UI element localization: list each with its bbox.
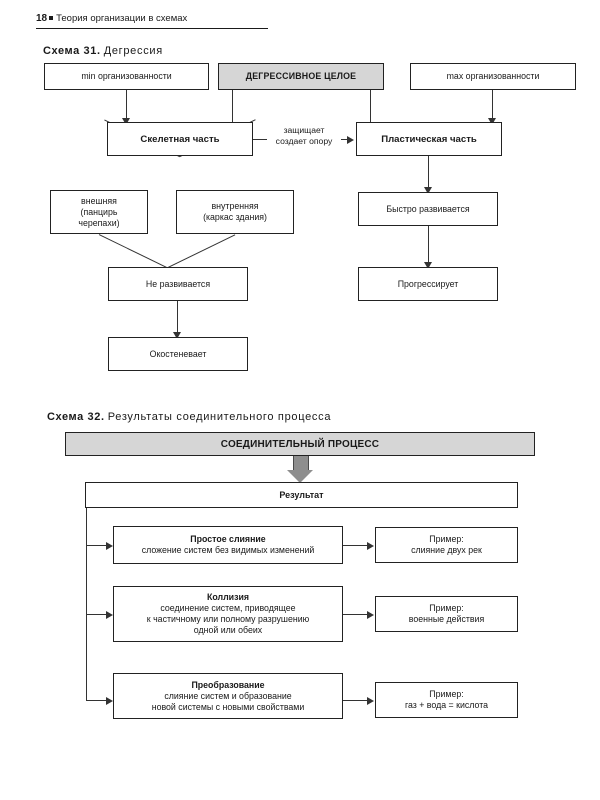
node-row-1-definition: Простое слияние сложение систем без види… bbox=[113, 526, 343, 564]
node-min-organization: min организованности bbox=[44, 63, 209, 90]
block-arrow-stem bbox=[293, 456, 309, 470]
node-external-type: внешняя (панцирь черепахи) bbox=[50, 190, 148, 234]
node-not-developing: Не развивается bbox=[108, 267, 248, 301]
arrowhead-min-to-skeletal bbox=[122, 118, 130, 125]
row-2-example-line-2: военные действия bbox=[408, 614, 485, 624]
node-external-line-3: черепахи) bbox=[78, 217, 120, 228]
node-fast-developing: Быстро развивается bbox=[358, 192, 498, 226]
row-1-desc-line-1: сложение систем без видимых изменений bbox=[141, 545, 315, 555]
connector-fast-to-progresses bbox=[428, 226, 430, 267]
node-internal-line-1: внутренняя bbox=[211, 201, 259, 211]
running-head: 18 Теория организации в схемах bbox=[36, 13, 268, 29]
scheme-31-number: Схема 31. bbox=[43, 45, 101, 57]
connector-min-to-skeletal bbox=[126, 90, 128, 122]
block-arrow-head bbox=[287, 470, 313, 483]
arrowhead-rail-to-row-1 bbox=[106, 541, 113, 550]
arrowhead-skeletal-to-plastic bbox=[347, 135, 354, 144]
node-external-line-2: (панцирь bbox=[80, 206, 118, 217]
row-2-desc-line-3: одной или обеих bbox=[193, 625, 263, 635]
node-degressive-whole: ДЕГРЕССИВНОЕ ЦЕЛОЕ bbox=[218, 63, 384, 90]
row-1-title: Простое слияние bbox=[190, 534, 266, 544]
page-number: 18 bbox=[36, 13, 48, 24]
arrowhead-fast-to-progresses bbox=[424, 262, 432, 269]
node-internal-type: внутренняя (каркас здания) bbox=[176, 190, 294, 234]
connector-rail-to-row-3 bbox=[86, 700, 109, 702]
arrowhead-rail-to-row-2 bbox=[106, 610, 113, 619]
connector-result-rail bbox=[86, 508, 88, 701]
arrowhead-not-developing-to-ossifies bbox=[173, 332, 181, 339]
arrowhead-row-2-to-example bbox=[367, 610, 374, 619]
connector-max-to-plastic bbox=[492, 90, 494, 122]
node-ossifies: Окостеневает bbox=[108, 337, 248, 371]
node-internal-line-2: (каркас здания) bbox=[203, 212, 267, 222]
arrowhead-max-to-plastic bbox=[488, 118, 496, 125]
arrowhead-row-3-to-example bbox=[367, 696, 374, 705]
row-1-example-line-2: слияние двух рек bbox=[411, 545, 482, 555]
row-3-desc-line-1: слияние систем и образование bbox=[164, 690, 292, 701]
edge-label-line-1: защищает bbox=[283, 125, 325, 135]
block-arrow-down-icon bbox=[287, 456, 313, 483]
row-3-example-line-1: Пример: bbox=[429, 689, 464, 699]
node-row-3-example: Пример: газ + вода = кислота bbox=[375, 682, 518, 718]
scheme-32-number: Схема 32. bbox=[47, 411, 105, 423]
arrowhead-row-1-to-example bbox=[367, 541, 374, 550]
node-result: Результат bbox=[85, 482, 518, 508]
scheme-31-caption: Схема 31. Дегрессия bbox=[43, 45, 163, 58]
scheme-31-title: Дегрессия bbox=[103, 45, 163, 57]
edge-label-line-2: создает опору bbox=[275, 135, 333, 146]
node-skeletal-part: Скелетная часть bbox=[107, 122, 253, 156]
row-3-title: Преобразование bbox=[191, 679, 265, 690]
scheme-32-caption: Схема 32. Результаты соединительного про… bbox=[47, 411, 331, 424]
row-2-desc-line-1: соединение систем, приводящее bbox=[160, 603, 296, 613]
node-external-line-1: внешняя bbox=[81, 195, 117, 206]
node-row-2-definition: Коллизия соединение систем, приводящее к… bbox=[113, 586, 343, 642]
scheme-32-title: Результаты соединительного процесса bbox=[107, 411, 332, 423]
node-progresses: Прогрессирует bbox=[358, 267, 498, 301]
row-3-desc-line-2: новой системы с новыми свойствами bbox=[151, 701, 305, 712]
edge-label-protects: защищает создает опору bbox=[267, 125, 341, 146]
connector-center-left-leg bbox=[232, 90, 234, 122]
bullet-square-icon bbox=[49, 15, 54, 20]
running-title: Теория организации в схемах bbox=[56, 13, 188, 24]
connector-row-3-to-example bbox=[343, 700, 370, 702]
node-row-3-definition: Преобразование слияние систем и образова… bbox=[113, 673, 343, 719]
node-plastic-part: Пластическая часть bbox=[356, 122, 502, 156]
connector-center-right-leg bbox=[370, 90, 372, 122]
arrowhead-rail-to-row-3 bbox=[106, 696, 113, 705]
row-3-example-line-2: газ + вода = кислота bbox=[404, 700, 489, 710]
row-1-example-line-1: Пример: bbox=[429, 534, 464, 544]
arrowhead-plastic-to-fast bbox=[424, 187, 432, 194]
connector-plastic-to-fast bbox=[428, 156, 430, 192]
connector-rail-to-row-2 bbox=[86, 614, 109, 616]
node-max-organization: max организованности bbox=[410, 63, 576, 90]
connector-row-1-to-example bbox=[343, 545, 370, 547]
node-row-2-example: Пример: военные действия bbox=[375, 596, 518, 632]
row-2-desc-line-2: к частичному или полному разрушению bbox=[146, 614, 310, 624]
connector-rail-to-row-1 bbox=[86, 545, 109, 547]
row-2-title: Коллизия bbox=[206, 592, 250, 602]
connector-row-2-to-example bbox=[343, 614, 370, 616]
connector-not-developing-to-ossifies bbox=[177, 301, 179, 337]
node-connective-process-header: СОЕДИНИТЕЛЬНЫЙ ПРОЦЕСС bbox=[65, 432, 535, 456]
row-2-example-line-1: Пример: bbox=[429, 603, 464, 613]
node-row-1-example: Пример: слияние двух рек bbox=[375, 527, 518, 563]
